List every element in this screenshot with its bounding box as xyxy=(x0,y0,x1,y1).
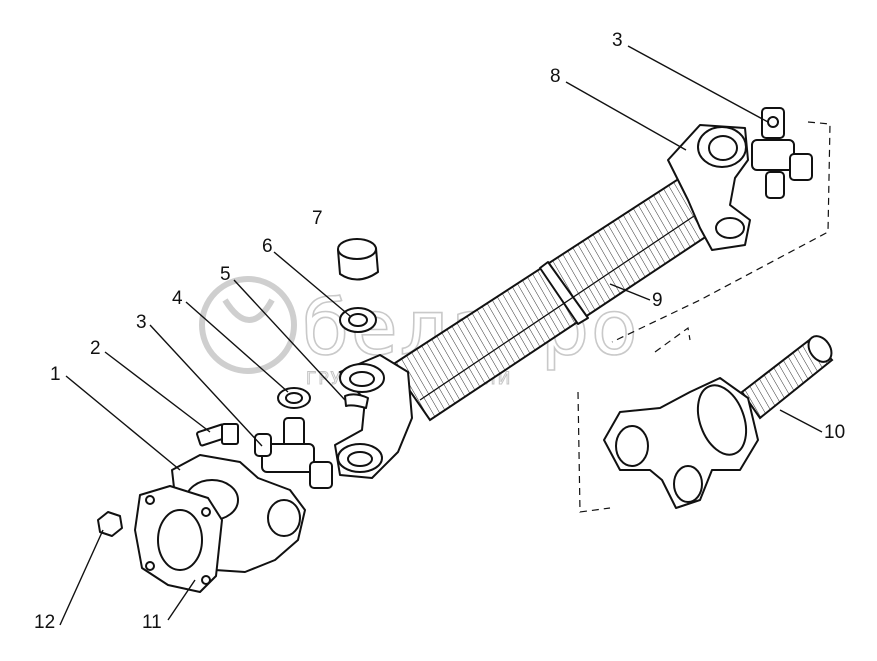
leader-3-upper xyxy=(627,45,769,123)
lower-cross-body xyxy=(261,443,315,473)
watermark-logo-leaf xyxy=(222,298,275,323)
callout-3-upper: 3 xyxy=(612,30,623,51)
lower-cross-cap-right xyxy=(309,461,333,489)
leader-3-lower xyxy=(149,324,263,447)
upper-yoke-ear-bore xyxy=(708,135,738,161)
leader-10 xyxy=(779,409,823,433)
callout-12: 12 xyxy=(34,612,55,633)
callout-9: 9 xyxy=(652,290,663,311)
lower-cross xyxy=(254,417,333,489)
leader-2 xyxy=(104,351,211,433)
sliding-yoke-spline-end xyxy=(807,335,833,363)
sliding-yoke-spline xyxy=(740,336,834,420)
leader-9 xyxy=(609,283,651,301)
upper-yoke-lower-bore xyxy=(715,217,745,239)
callout-1: 1 xyxy=(50,364,61,385)
bolt-2 xyxy=(196,423,239,447)
leader-lines xyxy=(59,45,823,626)
leader-6 xyxy=(273,251,351,317)
shaft-tube xyxy=(390,176,724,422)
callout-3-lower: 3 xyxy=(136,312,147,333)
watermark-logo-ring xyxy=(199,276,297,374)
shaft-end-yoke-lower-bore xyxy=(347,451,373,467)
upper-cross-grease-fitting xyxy=(767,116,779,128)
shaft-tube-highlight xyxy=(419,211,701,401)
explode-outlines xyxy=(577,121,831,513)
sliding-yoke-ear-right-bore xyxy=(673,465,703,503)
callout-2: 2 xyxy=(90,338,101,359)
dashed-outline-bottom xyxy=(577,391,611,513)
sliding-yoke-ear-left-bore xyxy=(615,425,649,467)
upper-cross-cap-right xyxy=(789,153,813,181)
nut-12 xyxy=(97,511,123,537)
nut-12-body xyxy=(97,511,123,537)
bearing-cup-7-top xyxy=(337,238,377,260)
leader-12 xyxy=(59,529,104,626)
callout-11: 11 xyxy=(142,612,162,633)
callout-8: 8 xyxy=(550,66,561,87)
shaft-tube-band xyxy=(539,261,589,325)
shaft-end-yoke xyxy=(334,354,413,479)
gasket-hole-2 xyxy=(201,507,211,517)
flange-yoke-ear-bore xyxy=(267,499,301,537)
leader-1 xyxy=(65,375,181,471)
callout-10: 10 xyxy=(824,422,845,443)
callout-5: 5 xyxy=(220,264,231,285)
callout-labels: 1 2 3 3 4 5 6 7 8 9 10 11 12 xyxy=(34,30,845,633)
seal-4-bore xyxy=(285,392,303,404)
gasket-11 xyxy=(134,485,223,593)
gasket-hole-4 xyxy=(201,575,211,585)
upper-cross xyxy=(751,107,813,199)
upper-cross-cap-bottom xyxy=(765,171,785,199)
leader-4 xyxy=(185,301,289,393)
upper-cross-body xyxy=(751,139,795,171)
dashed-outline-mid xyxy=(654,326,691,353)
leader-11 xyxy=(167,579,196,621)
shaft-end-yoke-upper-bore xyxy=(349,371,375,387)
callout-7: 7 xyxy=(312,208,323,229)
upper-yoke xyxy=(667,124,751,251)
sliding-yoke-collar xyxy=(696,384,748,456)
gasket-hole-3 xyxy=(145,561,155,571)
callout-4: 4 xyxy=(172,288,183,309)
gasket-center-hole xyxy=(157,509,203,571)
dashed-outline-top xyxy=(611,121,831,343)
sliding-yoke-10 xyxy=(603,335,834,509)
lower-cross-cap-left xyxy=(254,433,272,457)
callout-6: 6 xyxy=(262,236,273,257)
seal-6-bore xyxy=(348,313,368,327)
leader-5 xyxy=(233,279,346,401)
bolt-2-head xyxy=(221,423,239,445)
gasket-hole-1 xyxy=(145,495,155,505)
leader-8 xyxy=(565,81,687,151)
circlip-5 xyxy=(344,393,369,409)
small-parts xyxy=(277,238,379,409)
